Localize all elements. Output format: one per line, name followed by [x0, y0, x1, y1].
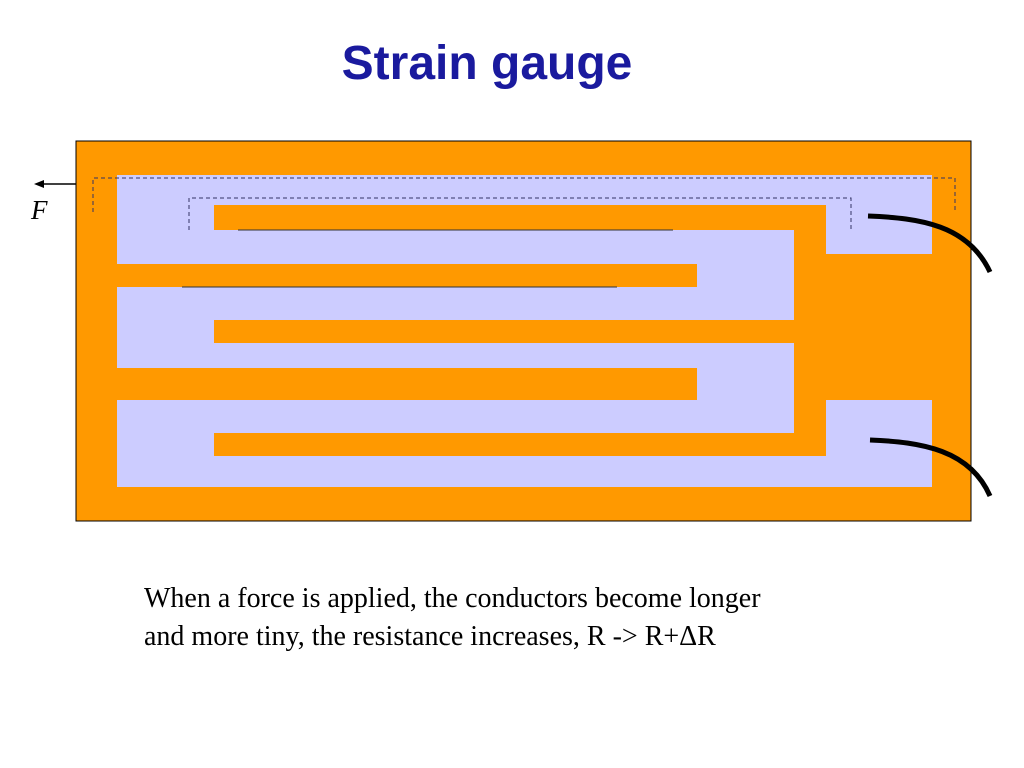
caption-line-1: When a force is applied, the conductors … — [144, 583, 761, 614]
lead-wire-bottom — [869, 437, 993, 498]
force-arrow-icon — [34, 180, 76, 188]
dashed-outline-inner — [188, 197, 852, 230]
force-label: F — [30, 195, 48, 225]
caption-line-2: and more tiny, the resistance increases,… — [144, 621, 716, 652]
caption-text: When a force is applied, the conductors … — [144, 580, 924, 656]
lead-wire-top — [867, 213, 993, 274]
slide-title: Strain gauge — [341, 37, 633, 90]
dashed-outline-outer — [92, 177, 956, 212]
conductor-grid — [117, 175, 932, 487]
